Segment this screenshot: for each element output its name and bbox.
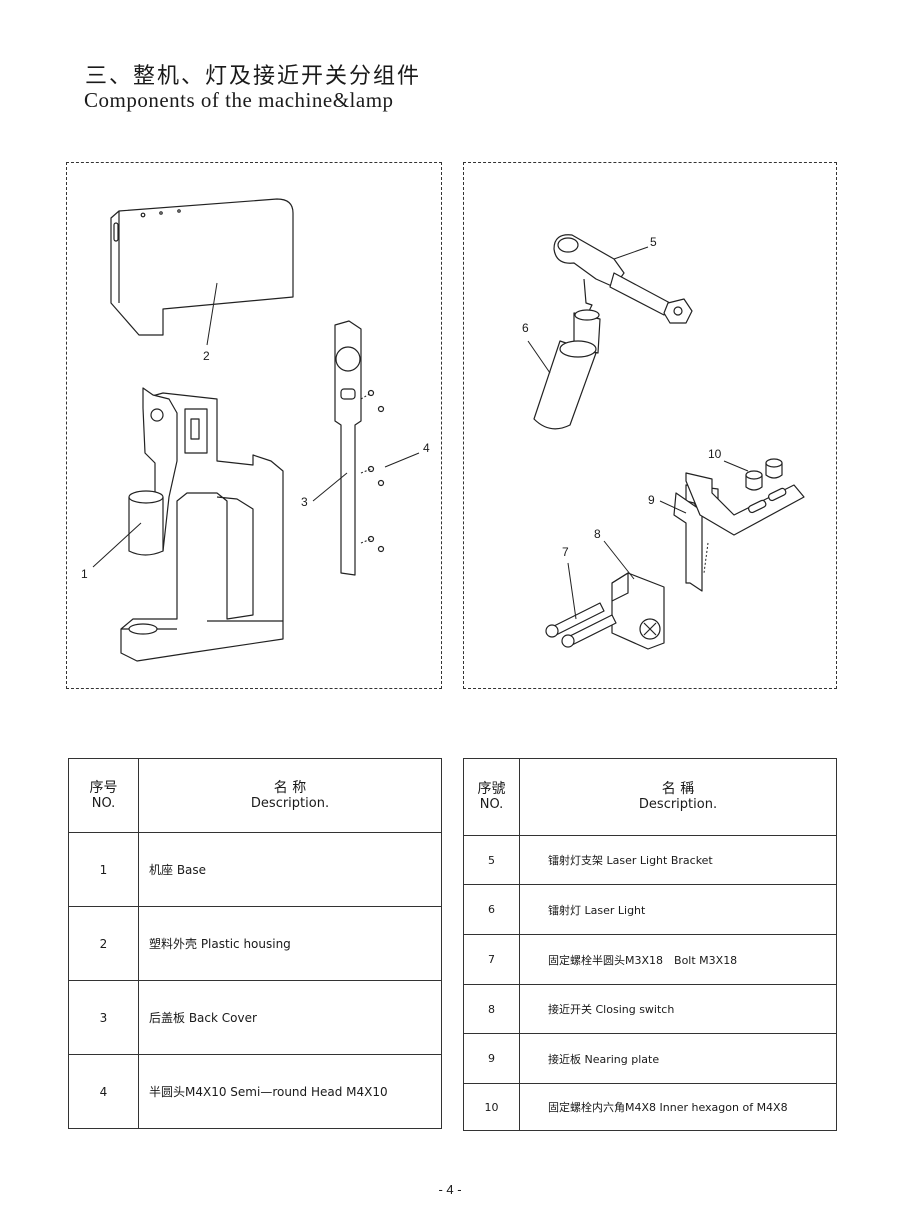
header-description: 名 称 Description. — [138, 758, 442, 833]
row-no: 4 — [68, 1054, 139, 1129]
machine-drawing — [92, 198, 420, 662]
table-row: 8 接近开关 Closing switch — [463, 984, 837, 1034]
callout-5: 5 — [650, 235, 657, 249]
table-row: 5 镭射灯支架 Laser Light Bracket — [463, 835, 837, 885]
header-no-cn: 序號 — [477, 781, 506, 797]
row-no: 1 — [68, 832, 139, 907]
header-desc-en: Description. — [638, 797, 718, 812]
lamp-switch-exploded-diagram: 5 6 7 8 9 10 — [463, 162, 837, 689]
row-description: 固定螺栓内六角M4X8 Inner hexagon of M4X8 — [519, 1083, 837, 1131]
row-no: 7 — [463, 934, 520, 985]
callout-3: 3 — [301, 495, 308, 509]
header-desc-cn: 名 稱 — [661, 781, 695, 797]
row-description: 接近开关 Closing switch — [519, 984, 837, 1034]
parts-table-left: 序号 NO. 名 称 Description. 1 机座 Base 2 塑料外壳… — [68, 758, 442, 1129]
row-description: 接近板 Nearing plate — [519, 1033, 837, 1084]
callout-7: 7 — [562, 545, 569, 559]
table-row: 6 镭射灯 Laser Light — [463, 884, 837, 935]
header-no-cn: 序号 — [89, 779, 118, 796]
row-description: 后盖板 Back Cover — [138, 980, 442, 1055]
row-no: 6 — [463, 884, 520, 935]
base-frame-shape — [120, 392, 284, 662]
table-row: 2 塑料外壳 Plastic housing — [68, 906, 442, 981]
header-description: 名 稱 Description. — [519, 758, 837, 836]
row-no: 9 — [463, 1033, 520, 1084]
header-desc-en: Description. — [250, 795, 330, 811]
row-description: 半圆头M4X10 Semi—round Head M4X10 — [138, 1054, 442, 1129]
row-description: 镭射灯支架 Laser Light Bracket — [519, 835, 837, 885]
row-no: 8 — [463, 984, 520, 1034]
header-no-en: NO. — [91, 795, 116, 811]
row-description: 固定螺栓半圆头M3X18 Bolt M3X18 — [519, 934, 837, 985]
machine-exploded-diagram: 1 2 3 4 — [66, 162, 442, 689]
callout-6: 6 — [522, 321, 529, 335]
table-row: 7 固定螺栓半圆头M3X18 Bolt M3X18 — [463, 934, 837, 985]
closing-switch-shape — [611, 572, 665, 650]
table-row: 3 后盖板 Back Cover — [68, 980, 442, 1055]
header-no: 序號 NO. — [463, 758, 520, 836]
table-row: 1 机座 Base — [68, 832, 442, 907]
row-no: 10 — [463, 1083, 520, 1131]
row-no: 2 — [68, 906, 139, 981]
callout-9: 9 — [648, 493, 655, 507]
back-cover-shape — [334, 320, 362, 576]
header-desc-cn: 名 称 — [273, 779, 307, 796]
row-no: 5 — [463, 835, 520, 885]
row-description: 塑料外壳 Plastic housing — [138, 906, 442, 981]
table-row: 9 接近板 Nearing plate — [463, 1033, 837, 1084]
table-row: 10 固定螺栓内六角M4X8 Inner hexagon of M4X8 — [463, 1083, 837, 1131]
row-no: 3 — [68, 980, 139, 1055]
table-header-row: 序号 NO. 名 称 Description. — [68, 758, 442, 833]
callout-8: 8 — [594, 527, 601, 541]
page-number: - 4 - — [438, 1182, 462, 1197]
header-no: 序号 NO. — [68, 758, 139, 833]
callout-10: 10 — [708, 447, 722, 461]
row-description: 镭射灯 Laser Light — [519, 884, 837, 935]
row-description: 机座 Base — [138, 832, 442, 907]
callout-1: 1 — [81, 567, 88, 581]
header-no-en: NO. — [479, 797, 504, 812]
table-header-row: 序號 NO. 名 稱 Description. — [463, 758, 837, 836]
parts-table-right: 序號 NO. 名 稱 Description. 5 镭射灯支架 Laser Li… — [463, 758, 837, 1131]
callout-2: 2 — [203, 349, 210, 363]
page-title-cn: 三、整机、灯及接近开关分组件 — [85, 64, 422, 89]
callout-4: 4 — [423, 441, 430, 455]
page-title-en: Components of the machine&lamp — [84, 88, 394, 112]
plastic-housing-shape — [110, 198, 294, 336]
lamp-switch-drawing — [527, 234, 805, 650]
table-row: 4 半圆头M4X10 Semi—round Head M4X10 — [68, 1054, 442, 1129]
